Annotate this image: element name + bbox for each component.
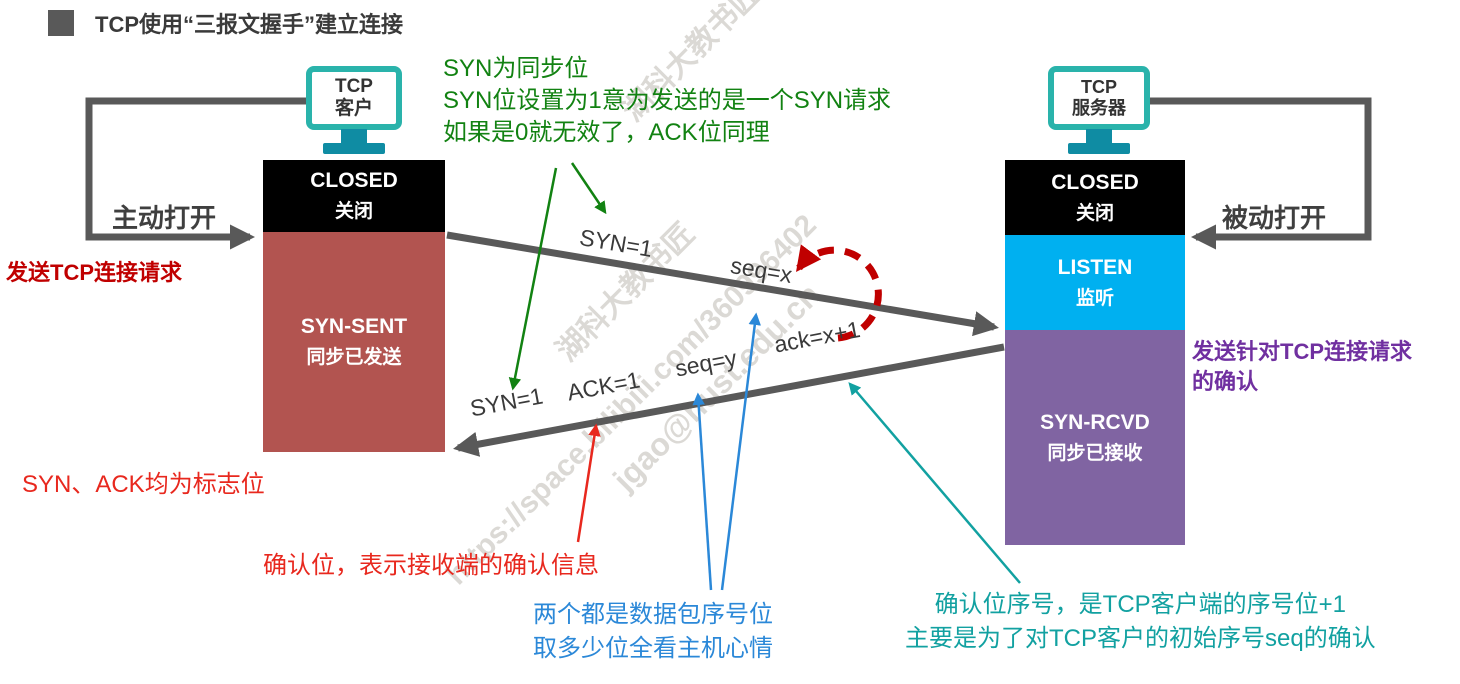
state-name: CLOSED (1051, 170, 1139, 194)
tcp-client-label: TCP 客户 (334, 76, 373, 119)
state-sub: 关闭 (334, 201, 373, 222)
page-title: TCP使用“三报文握手”建立连接 (95, 12, 404, 37)
ack-explanation-note: 确认位，表示接收端的确认信息 (263, 552, 599, 579)
tcp-server-label: TCP 服务器 (1072, 77, 1126, 118)
tcp-client-computer-icon: TCP 客户 (306, 66, 402, 130)
state-name: SYN-SENT (300, 315, 408, 338)
server-monitor-base-icon (1068, 143, 1130, 154)
client-action-label: 发送TCP连接请求 (6, 260, 183, 285)
synack-ackno-label: ack=x+1 (772, 316, 863, 358)
state-sub: 监听 (1075, 287, 1114, 309)
state-sub: 同步已接收 (1047, 442, 1143, 464)
state-sub: 同步已发送 (306, 347, 402, 368)
syn-seq-label: seq=x (728, 252, 795, 288)
server-monitor-stand-icon (1086, 129, 1112, 144)
client-monitor-base-icon (323, 143, 385, 154)
client-state-closed: CLOSED 关闭 (263, 160, 445, 232)
client-state-syn-sent: SYN-SENT 同步已发送 (263, 232, 445, 452)
ackno-note-pointer (848, 382, 1021, 584)
syn-note-pointer-2 (508, 167, 558, 391)
syn-note-pointer-1 (570, 162, 607, 215)
syn-segment-arrow (446, 231, 999, 337)
state-name: CLOSED (310, 169, 398, 192)
server-state-listen: LISTEN 监听 (1005, 235, 1185, 330)
synack-ack-label: ACK=1 (565, 366, 643, 406)
state-sub: 关闭 (1075, 202, 1114, 224)
client-monitor-stand-icon (341, 129, 367, 144)
seq-note-pointer-1 (692, 392, 713, 591)
seq-explanation-note: 两个都是数据包序号位 取多少位全看主机心情 (533, 601, 773, 662)
flags-explanation-note: SYN、ACK均为标志位 (22, 471, 265, 498)
synack-syn-label: SYN=1 (468, 382, 546, 422)
state-name: LISTEN (1057, 255, 1133, 279)
ackno-explanation-note: 确认位序号，是TCP客户端的序号位+1 主要是为了对TCP客户的初始序号seq的… (905, 591, 1376, 652)
syn-flag-label: SYN=1 (577, 224, 655, 262)
server-state-closed: CLOSED 关闭 (1005, 160, 1185, 235)
passive-open-label: 被动打开 (1222, 203, 1327, 233)
ack-note-pointer (576, 423, 601, 543)
state-name: SYN-RCVD (1040, 410, 1150, 434)
title-bullet-square (48, 10, 74, 36)
tcp-server-computer-icon: TCP 服务器 (1048, 66, 1150, 130)
active-open-label: 主动打开 (112, 203, 217, 233)
server-action-label: 发送针对TCP连接请求 的确认 (1192, 339, 1413, 394)
syn-explanation-note: SYN为同步位 SYN位设置为1意为发送的是一个SYN请求 如果是0就无效了，A… (443, 55, 892, 146)
server-state-syn-rcvd: SYN-RCVD 同步已接收 (1005, 330, 1185, 545)
synack-seq-label: seq=y (673, 344, 739, 382)
